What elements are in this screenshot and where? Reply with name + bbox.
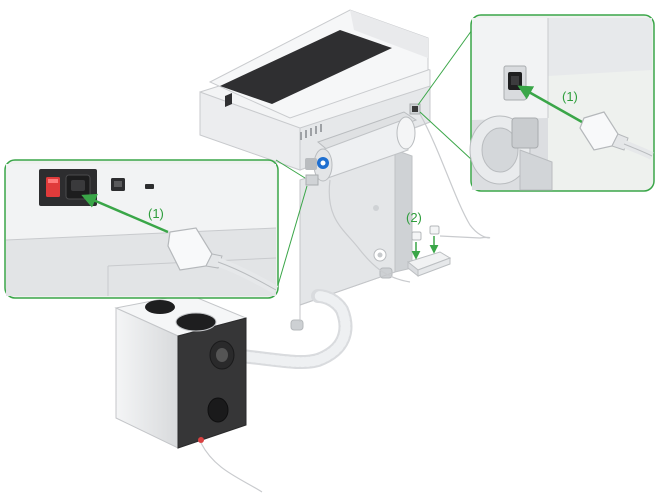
filter-opening (176, 313, 216, 331)
right-step-label: (1) (562, 89, 578, 104)
left-callout: (1) (4, 159, 308, 299)
right-callout: (1) (417, 14, 655, 192)
printer-foot (290, 319, 304, 331)
collector-front-dark (177, 317, 247, 449)
power-plug-icon (411, 231, 422, 241)
filter-opening (145, 300, 175, 314)
vent-icon (300, 124, 322, 140)
power-plug-icon (167, 227, 279, 294)
outlet-opening (207, 397, 229, 423)
power-cable (419, 113, 491, 239)
rear-port-area (305, 174, 319, 186)
usb-port-icon (145, 184, 154, 189)
dust-collector (114, 289, 353, 493)
connect-arrow (517, 85, 583, 124)
connect-arrow (81, 193, 169, 234)
paper-roll (305, 111, 418, 182)
power-plug-icon (579, 111, 654, 160)
printer-cable (328, 179, 411, 283)
outlet-group: (2) (406, 210, 452, 278)
printer (199, 9, 491, 331)
left-step-label: (1) (148, 206, 164, 221)
printer-stand (299, 149, 396, 306)
power-plug-icon (429, 225, 440, 235)
printer-dark-window (220, 30, 392, 104)
step-2-label: (2) (406, 210, 422, 225)
collector-cable (200, 442, 263, 493)
indicator-light-icon (198, 437, 204, 443)
